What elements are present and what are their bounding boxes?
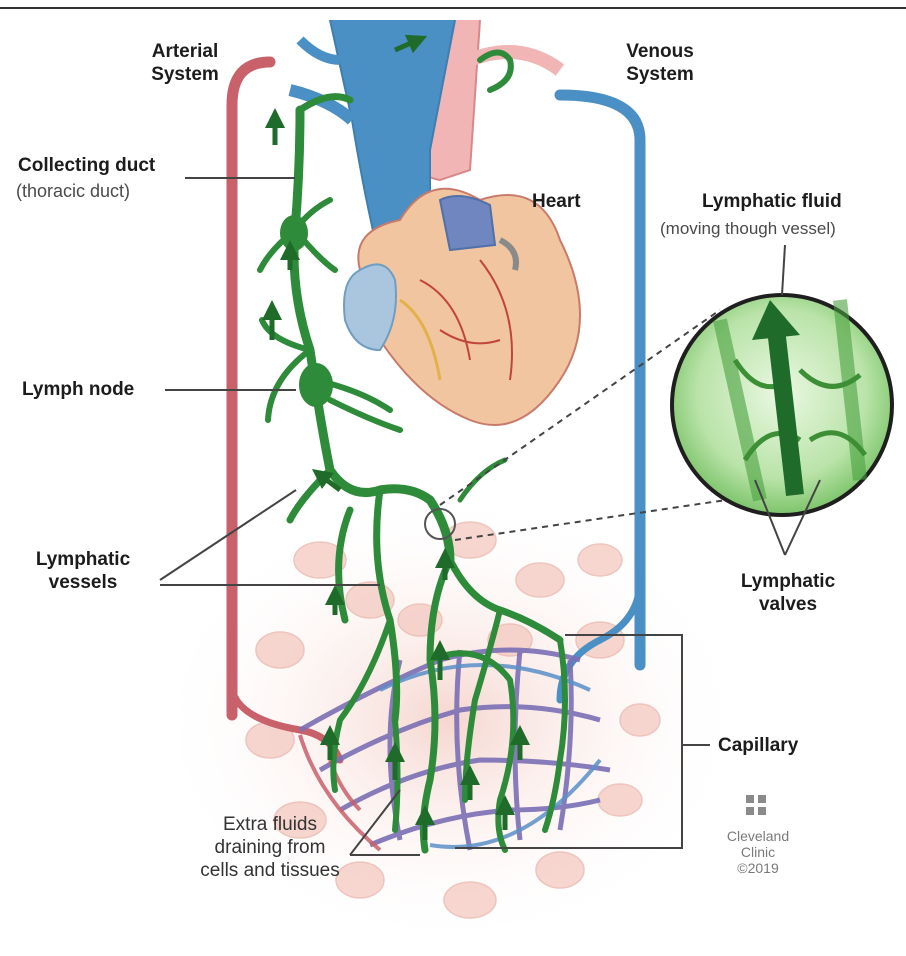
cleveland-clinic-logo-icon <box>746 795 766 815</box>
vein-branch-top <box>300 40 340 60</box>
extra-fluids-line-2: draining from <box>170 836 370 859</box>
credit-line-1: Cleveland <box>718 828 798 844</box>
extra-fluids-line-3: cells and tissues <box>170 859 370 882</box>
lymph-node-label: Lymph node <box>22 378 134 401</box>
arterial-line-2: System <box>130 63 240 86</box>
lymph-node-lower <box>299 363 333 407</box>
extra-fluids-line-1: Extra fluids <box>170 813 370 836</box>
valves-line-2: valves <box>728 593 848 616</box>
arterial-system-label: Arterial System <box>130 40 240 86</box>
vessels-line-1: Lymphatic <box>28 548 138 571</box>
venous-line-2: System <box>605 63 715 86</box>
lymph-node-upper <box>280 215 308 251</box>
extra-fluids-label: Extra fluids draining from cells and tis… <box>170 813 370 882</box>
valve-magnified-view <box>672 295 892 515</box>
valves-line-1: Lymphatic <box>728 570 848 593</box>
credit-text: Cleveland Clinic ©2019 <box>718 828 798 876</box>
arterial-line-1: Arterial <box>130 40 240 63</box>
lymphatic-vessels-label: Lymphatic vessels <box>28 548 138 594</box>
heart-label: Heart <box>532 190 581 213</box>
credit-line-3: ©2019 <box>718 860 798 876</box>
venous-system-label: Venous System <box>605 40 715 86</box>
venous-line-1: Venous <box>605 40 715 63</box>
capillary-label: Capillary <box>718 734 798 757</box>
vessels-line-2: vessels <box>28 571 138 594</box>
lymphatic-fluid-note: (moving though vessel) <box>660 218 836 240</box>
lymphatic-valves-label: Lymphatic valves <box>728 570 848 616</box>
credit-line-2: Clinic <box>718 844 798 860</box>
collecting-duct-note: (thoracic duct) <box>16 180 130 202</box>
collecting-duct-label: Collecting duct <box>18 154 155 177</box>
lymphatic-fluid-label: Lymphatic fluid <box>702 190 842 213</box>
